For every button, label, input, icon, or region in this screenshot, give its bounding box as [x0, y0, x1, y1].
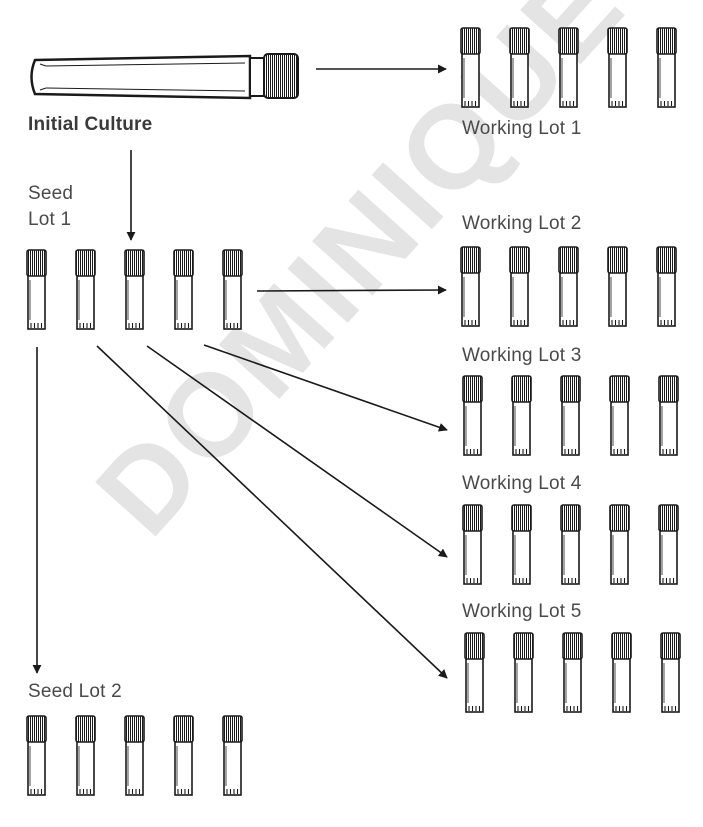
arrow-connectors — [32, 64, 448, 679]
working-lot-3-label: Working Lot 3 — [462, 345, 582, 366]
seed-lot-2-vials — [26, 715, 243, 796]
seed-lot-2-vial-1 — [26, 715, 47, 796]
working-lot-5-vials — [464, 632, 681, 713]
seed-lot-1-vials — [26, 249, 243, 330]
working-lot-1-vials — [460, 27, 677, 108]
working-lot-4-vials — [462, 504, 679, 585]
working-lot-5-vial-1 — [464, 632, 485, 713]
seed-lot-1-vial-1 — [26, 249, 47, 330]
working-lot-1-label: Working Lot 1 — [462, 118, 582, 139]
working-lot-5-vial-2 — [513, 632, 534, 713]
working-lot-3-vials — [462, 375, 679, 456]
working-lot-2-label: Working Lot 2 — [462, 213, 582, 234]
seed-lot-2-vial-5 — [222, 715, 243, 796]
arrow-seed-1-to-working-lot-4 — [146, 345, 448, 558]
working-lot-4-vial-3 — [560, 504, 581, 585]
initial-culture-label: Initial Culture — [28, 114, 153, 135]
seed-lot-2-label: Seed Lot 2 — [28, 681, 122, 702]
seed-lot-2-vial-4 — [173, 715, 194, 796]
working-lot-3-vial-1 — [462, 375, 483, 456]
working-lot-1-vial-3 — [558, 27, 579, 108]
working-lot-4-vial-2 — [511, 504, 532, 585]
culture-tube — [30, 53, 299, 100]
working-lot-2-vial-5 — [656, 246, 677, 327]
working-lot-1-vial-2 — [509, 27, 530, 108]
seed-lot-1-vial-2 — [75, 249, 96, 330]
working-lot-2-vial-1 — [460, 246, 481, 327]
working-lot-5-vial-3 — [562, 632, 583, 713]
arrow-seed-1-to-working-lot-5 — [96, 345, 448, 679]
working-lot-5-label: Working Lot 5 — [462, 601, 582, 622]
working-lot-4-vial-4 — [609, 504, 630, 585]
working-lot-3-vial-5 — [658, 375, 679, 456]
working-lot-5-vial-4 — [611, 632, 632, 713]
arrow-seed-1-to-working-lot-3 — [203, 344, 448, 432]
working-lot-1-vial-1 — [460, 27, 481, 108]
seed-lot-2-vial-2 — [75, 715, 96, 796]
seed-lot-1-vial-3 — [124, 249, 145, 330]
seed-lot-2-vial-3 — [124, 715, 145, 796]
working-lot-3-vial-3 — [560, 375, 581, 456]
working-lot-2-vial-4 — [607, 246, 628, 327]
working-lot-3-vial-4 — [609, 375, 630, 456]
seed-lot-1-vial-4 — [173, 249, 194, 330]
working-lot-2-vial-2 — [509, 246, 530, 327]
seed-lot-1-label-line2: Lot 1 — [28, 209, 72, 230]
working-lot-3-vial-2 — [511, 375, 532, 456]
working-lot-4-vial-5 — [658, 504, 679, 585]
working-lot-1-vial-5 — [656, 27, 677, 108]
seed-lot-1-label-line1: Seed — [28, 183, 74, 204]
vial-groups — [26, 27, 681, 796]
working-lot-4-vial-1 — [462, 504, 483, 585]
working-lot-1-vial-4 — [607, 27, 628, 108]
arrow-seed-1-to-working-lot-2 — [256, 285, 447, 295]
seed-lot-1-vial-5 — [222, 249, 243, 330]
working-lot-2-vial-3 — [558, 246, 579, 327]
working-lot-5-vial-5 — [660, 632, 681, 713]
working-lot-2-vials — [460, 246, 677, 327]
working-lot-4-label: Working Lot 4 — [462, 473, 582, 494]
